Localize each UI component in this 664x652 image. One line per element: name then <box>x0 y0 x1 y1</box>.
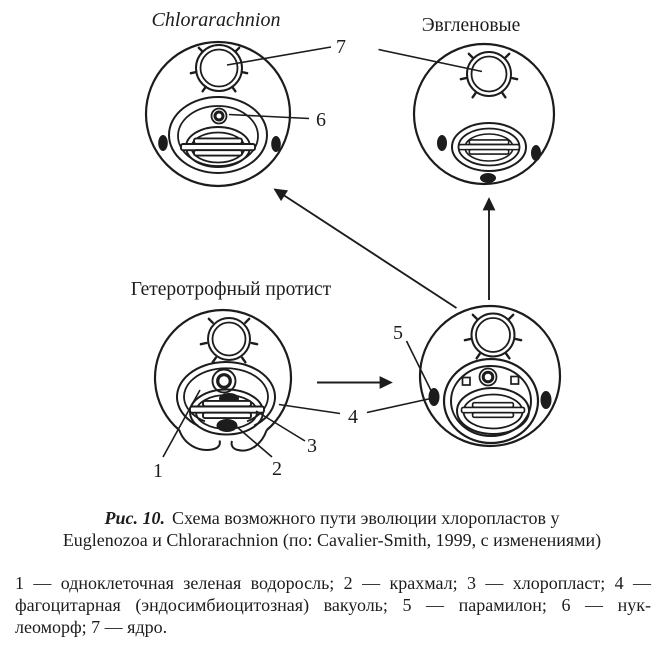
title-chlorarachnion: Chlorarachnion <box>152 9 281 31</box>
callout-label-6: 6 <box>316 109 326 131</box>
granule-right <box>271 136 281 152</box>
figure-caption: Рис. 10. Схема возможного пути эволюции х… <box>0 508 664 551</box>
evolution-arrows <box>273 188 496 389</box>
caption-line-2: Euglenozoa и Chlorarachnion (по: Cavalie… <box>62 529 602 550</box>
legend-line-3: леоморф; 7 — ядро. <box>15 617 168 637</box>
thylakoid-stack <box>460 401 526 419</box>
vacuole-outer <box>168 96 268 174</box>
callout-line-4b <box>366 397 434 414</box>
callout-line-2 <box>236 426 273 458</box>
granule-right <box>540 391 552 409</box>
nucleus <box>463 312 523 360</box>
callout-line-3 <box>255 410 306 442</box>
granule-left <box>428 388 440 406</box>
chloroplast-outer <box>456 387 530 435</box>
granule-right <box>531 145 541 161</box>
callout-label-4: 4 <box>348 406 358 428</box>
figure-number: Рис. 10. <box>104 508 165 528</box>
callout-line-4a <box>278 403 341 415</box>
title-heterotroph: Гетеротрофный протист <box>131 279 332 300</box>
cell-membrane <box>418 304 562 448</box>
cell-membrane-open <box>153 308 293 431</box>
caption-line-1: Рис. 10. Схема возможного пути эволюции х… <box>0 508 664 530</box>
callout-line-1 <box>162 389 201 458</box>
cell-membrane <box>144 40 292 188</box>
vacuole-inner <box>177 105 259 167</box>
granule-left <box>158 135 168 151</box>
remnant-left <box>461 376 471 386</box>
figure-legend: 1 — одноклеточная зеленая водоросль; 2 —… <box>15 572 651 638</box>
callout-label-7: 7 <box>336 36 346 58</box>
chloroplast-membrane-1 <box>451 122 527 172</box>
nucleus <box>199 317 259 364</box>
callout-label-1: 1 <box>153 460 163 482</box>
nucleomorph <box>478 367 498 387</box>
cell-intermediate <box>418 304 562 448</box>
legend-line-2: фагоцитарная (эндосимбиоцитозная) вакуол… <box>15 595 651 615</box>
callout-line-6 <box>228 113 310 120</box>
caption-text-1: Схема возможного пути эволюции хлороплас… <box>171 508 560 528</box>
cell-chlorarachnion <box>144 40 292 188</box>
nucleus <box>459 51 519 99</box>
cell-heterotroph <box>153 308 293 452</box>
thylakoid-stack <box>180 137 256 157</box>
callout-line-5 <box>405 340 433 392</box>
callout-lines <box>162 46 483 458</box>
membrane-curl-right <box>230 429 268 452</box>
alga-nucleus <box>211 368 237 394</box>
nucleomorph <box>210 107 228 125</box>
arrow-intermediate-to-chlorarachnion <box>273 188 458 309</box>
cell-membrane <box>412 42 556 186</box>
callout-label-2: 2 <box>272 458 282 480</box>
title-euglenids: Эвгленовые <box>422 15 521 36</box>
cell-euglenids <box>412 42 556 186</box>
starch-granule-bottom <box>216 419 238 432</box>
nucleus <box>189 44 249 93</box>
phagocytic-cup-inner <box>183 367 269 423</box>
membrane-curl-left <box>178 429 221 451</box>
callout-label-5: 5 <box>393 322 403 344</box>
callout-line-7b <box>378 48 483 73</box>
granule-bottom <box>480 173 496 183</box>
legend-line-1: 1 — одноклеточная зеленая водоросль; 2 —… <box>15 573 651 593</box>
vacuole-outer <box>442 357 540 445</box>
granule-left <box>437 135 447 151</box>
callout-label-3: 3 <box>307 435 317 457</box>
evolution-diagram: Chlorarachnion Эвгленовые Гетеротрофный … <box>131 9 562 482</box>
vacuole-inner <box>450 365 532 437</box>
remnant-right <box>510 375 520 385</box>
callout-line-7a <box>226 46 332 66</box>
phagocytic-cup-outer <box>176 361 276 427</box>
